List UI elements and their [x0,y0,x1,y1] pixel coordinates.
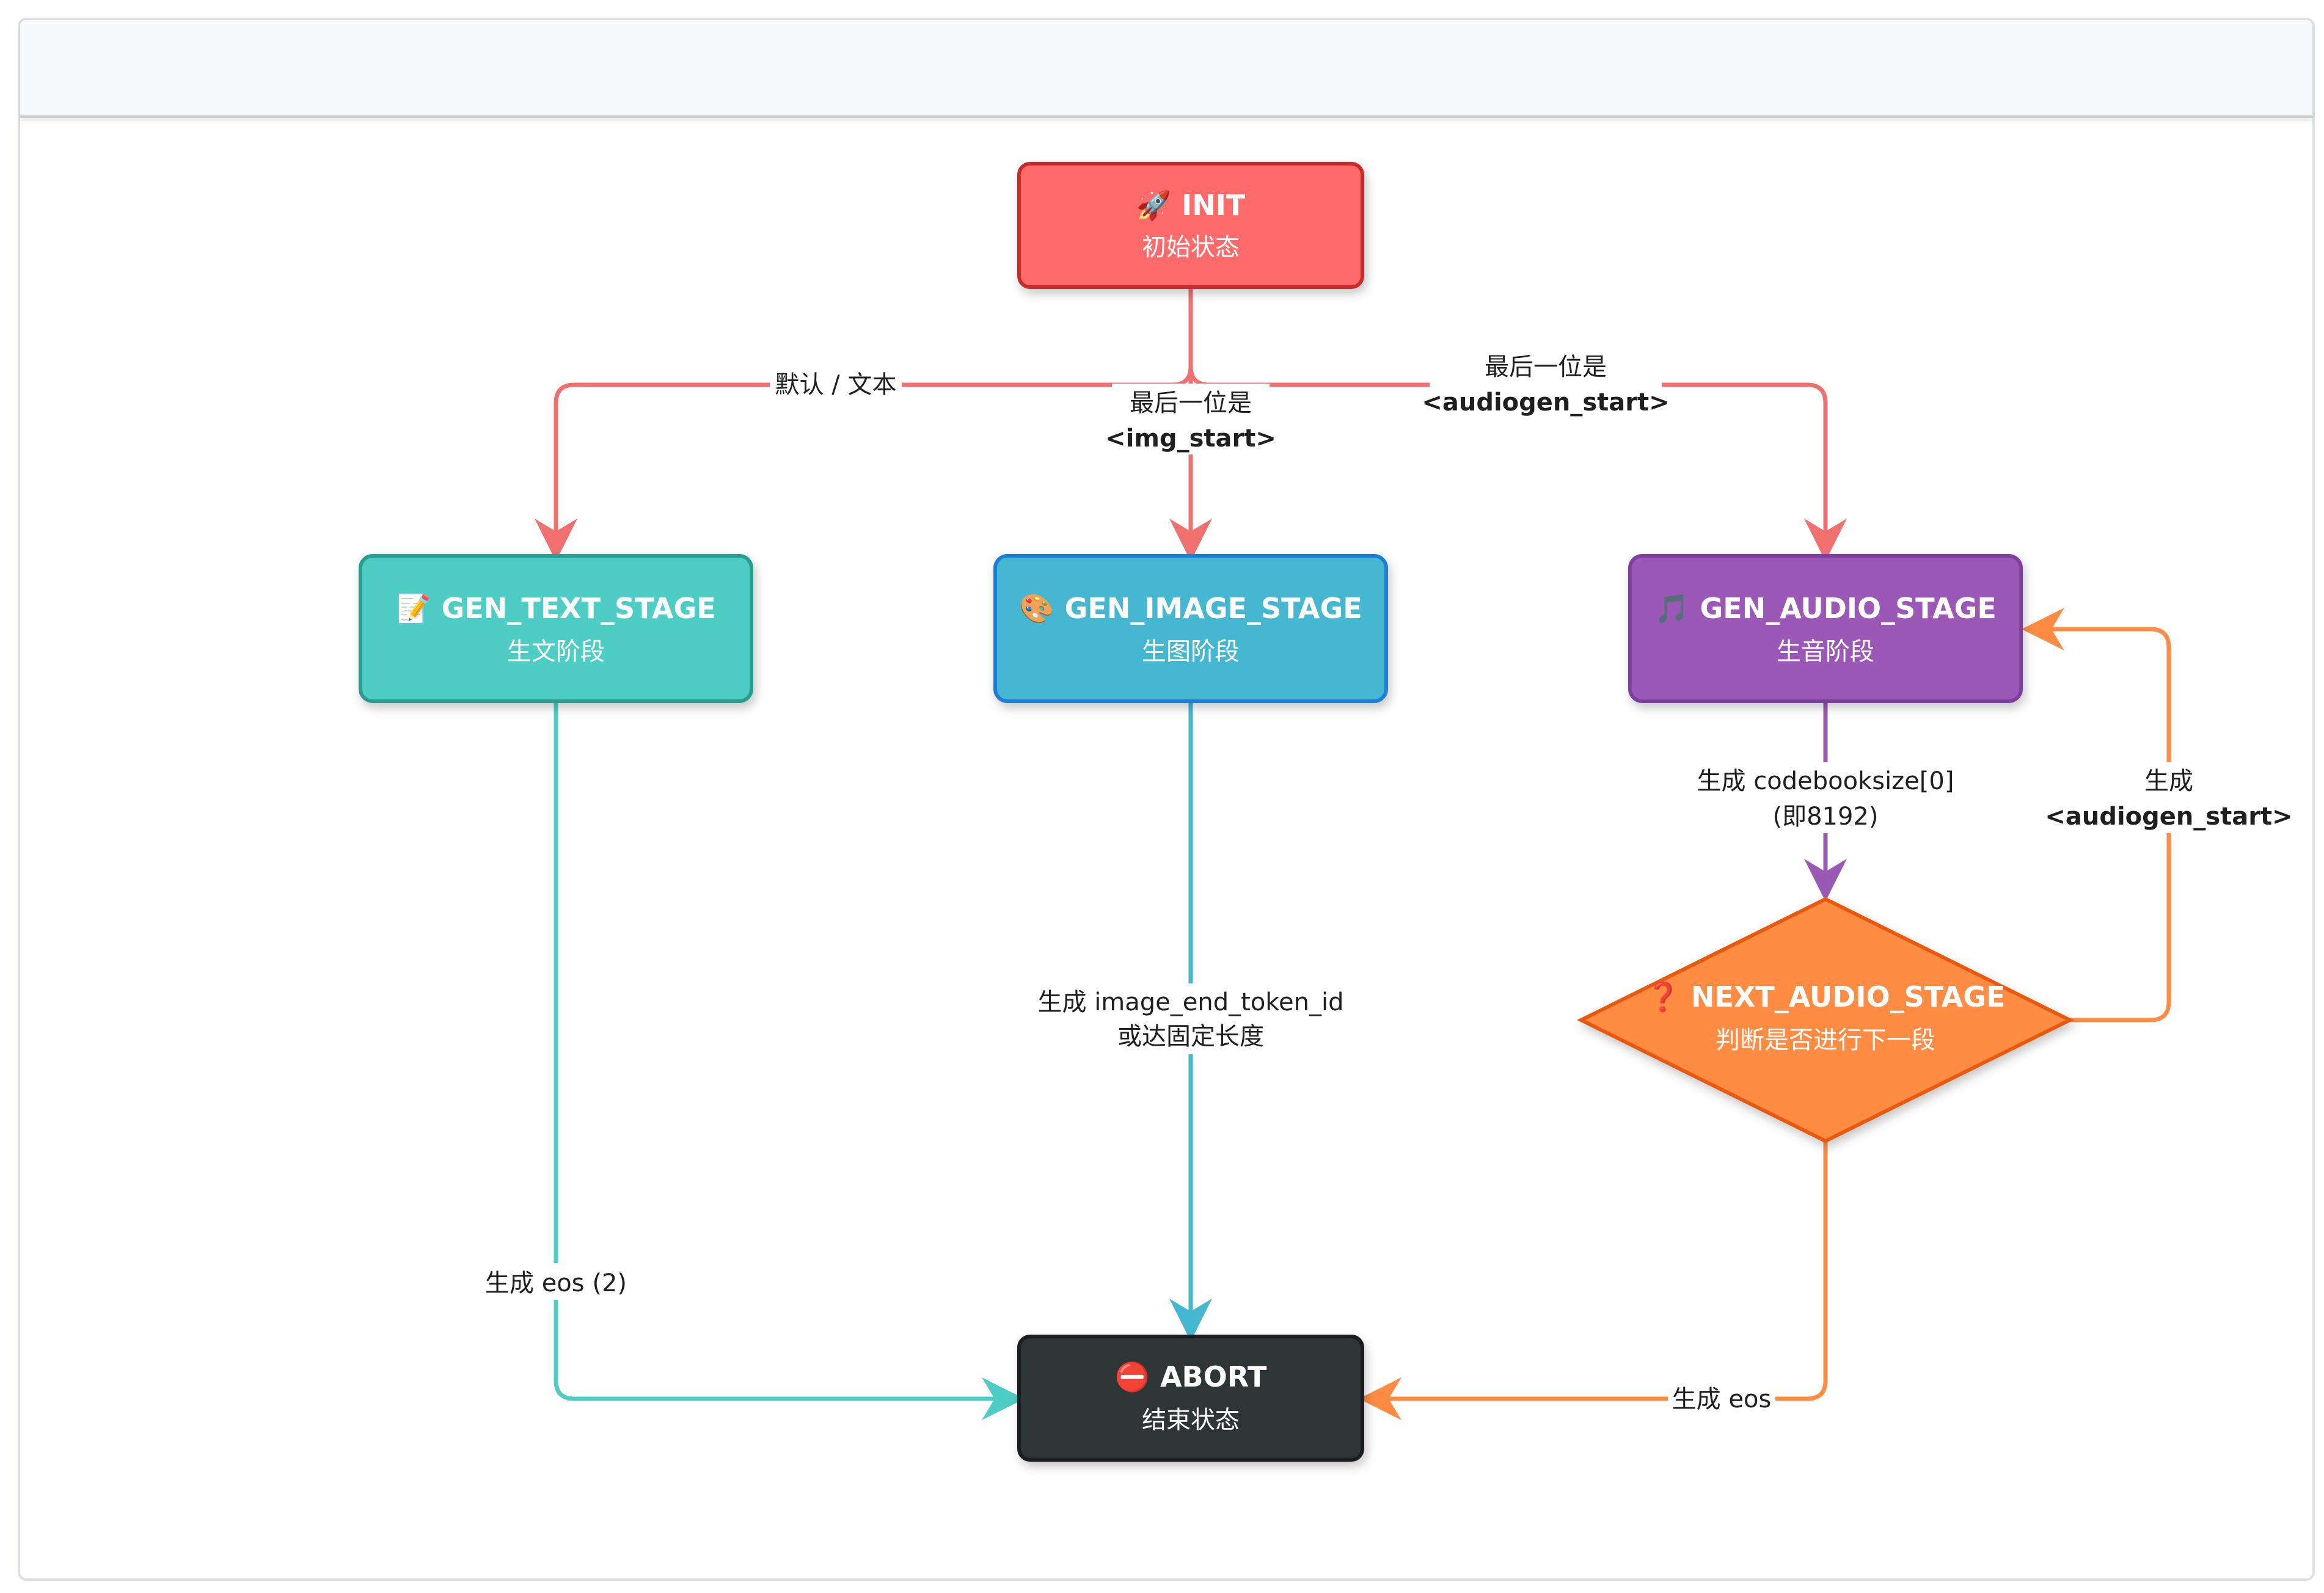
svg-text:🎵 GEN_AUDIO_STAGE: 🎵 GEN_AUDIO_STAGE [1654,592,1997,625]
svg-text:📝 GEN_TEXT_STAGE: 📝 GEN_TEXT_STAGE [396,592,715,625]
svg-text:或达固定长度: 或达固定长度 [1117,1023,1264,1051]
svg-text:初始状态: 初始状态 [1142,233,1240,261]
edge-next-to-abort [1359,1142,1828,1420]
svg-text:结束状态: 结束状态 [1142,1406,1240,1434]
svg-text:最后一位是: 最后一位是 [1485,353,1607,381]
svg-text:生成 codebooksize[0]: 生成 codebooksize[0] [1697,767,1954,795]
svg-text:🎨 GEN_IMAGE_STAGE: 🎨 GEN_IMAGE_STAGE [1019,591,1362,625]
stop-icon: ⛔ [1115,1360,1150,1393]
node-gen-image-stage[interactable]: 🎨 GEN_IMAGE_STAGE 生图阶段 [993,554,1388,703]
node-next-audio-stage[interactable]: ❓ NEXT_AUDIO_STAGE 判断是否进行下一段 [1577,897,2074,1143]
svg-text:生图阶段: 生图阶段 [1142,638,1240,666]
label-audio-to-next: 生成 codebooksize[0] (即8192) [1692,762,1959,833]
svg-text:生成 eos (2): 生成 eos (2) [485,1269,627,1297]
svg-text:⛔ ABORT: ⛔ ABORT [1115,1360,1267,1393]
svg-text:默认 / 文本: 默认 / 文本 [775,371,897,399]
svg-text:🚀 INIT: 🚀 INIT [1136,189,1246,222]
label-next-to-audio-loop: 生成 <audiogen_start> [2045,762,2293,833]
svg-text:最后一位是: 最后一位是 [1130,389,1252,417]
label-next-to-abort: 生成 eos [1668,1382,1775,1416]
question-icon: ❓ [1646,980,1681,1013]
rocket-icon: 🚀 [1136,189,1171,222]
node-abort[interactable]: ⛔ ABORT 结束状态 [1017,1335,1364,1462]
palette-icon: 🎨 [1019,591,1054,625]
label-text-to-abort: 生成 eos (2) [483,1263,629,1300]
node-gen-audio-stage[interactable]: 🎵 GEN_AUDIO_STAGE 生音阶段 [1628,554,2023,703]
svg-text:生成: 生成 [2144,767,2193,795]
edge-init-to-text [535,288,1193,561]
label-init-to-audio: 最后一位是 <audiogen_start> [1422,348,1670,419]
toolbar [20,20,2312,118]
memo-icon: 📝 [396,592,431,625]
svg-text:<img_start>: <img_start> [1105,425,1276,453]
svg-text:❓ NEXT_AUDIO_STAGE: ❓ NEXT_AUDIO_STAGE [1646,980,2006,1013]
music-note-icon: 🎵 [1654,592,1689,625]
node-gen-text-stage[interactable]: 📝 GEN_TEXT_STAGE 生文阶段 [359,554,753,703]
label-init-to-text: 默认 / 文本 [770,366,902,401]
svg-text:生成 eos: 生成 eos [1672,1385,1772,1413]
svg-text:<audiogen_start>: <audiogen_start> [1422,388,1669,417]
svg-text:生成 image_end_token_id: 生成 image_end_token_id [1037,988,1343,1016]
svg-text:生音阶段: 生音阶段 [1777,638,1874,666]
label-init-to-image: 最后一位是 <img_start> [1105,384,1276,454]
label-image-to-abort: 生成 image_end_token_id 或达固定长度 [1032,983,1349,1054]
svg-text:判断是否进行下一段: 判断是否进行下一段 [1716,1026,1935,1054]
svg-text:生文阶段: 生文阶段 [507,638,605,666]
node-init[interactable]: 🚀 INIT 初始状态 [1017,162,1364,289]
edge-text-to-abort [554,702,1025,1420]
svg-text:<audiogen_start>: <audiogen_start> [2045,803,2292,831]
svg-text:(即8192): (即8192) [1772,803,1878,831]
